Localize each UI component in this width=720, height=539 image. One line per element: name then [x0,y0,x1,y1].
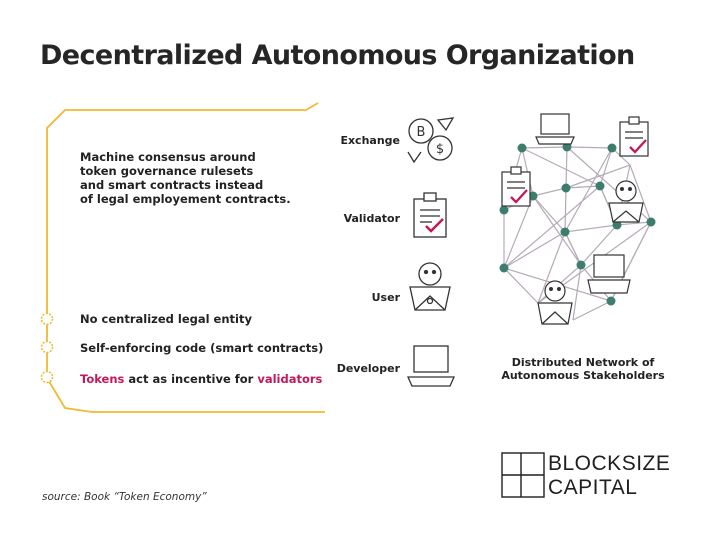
incentive-text: act as incentive for [124,372,258,386]
user-robot-icon [608,180,644,223]
bullet-self-enforcing-code: Self-enforcing code (smart contracts) [80,341,324,355]
network-caption-line: Autonomous Stakeholders [501,369,665,382]
paragraph-line: of legal employement contracts. [80,192,291,206]
gear-marker [40,370,54,384]
consensus-paragraph: Machine consensus around token governanc… [80,150,291,206]
page-title: Decentralized Autonomous Organization [40,40,635,71]
paragraph-line: and smart contracts instead [80,178,264,192]
network-nodes [499,142,656,306]
network-caption-line: Distributed Network of [511,356,655,369]
role-label-validator: Validator [343,212,400,225]
laptop-icon [406,345,456,387]
bracket-line [46,102,325,413]
paragraph-line: token governance rulesets [80,164,254,178]
network-node [499,205,509,215]
network-node [562,142,572,152]
network-node [517,143,527,153]
clipboard-check-icon [501,166,531,207]
laptop-icon [535,113,575,145]
network-node [499,263,509,273]
network-node [561,183,571,193]
bullet-no-legal-entity: No centralized legal entity [80,312,252,326]
source-citation: source: Book “Token Economy” [42,491,207,503]
network-caption: Distributed Network of Autonomous Stakeh… [488,356,678,382]
logo-text-line1: BLOCKSIZE [548,452,671,475]
gear-marker [40,340,54,354]
bullet-tokens-incentive: Tokens act as incentive for validators [80,372,322,386]
role-label-exchange: Exchange [340,134,400,147]
user-robot-icon [537,280,573,325]
clipboard-check-icon [619,116,649,157]
paragraph-line: Machine consensus around [80,150,256,164]
role-label-developer: Developer [336,362,400,375]
svg-text:B: B [417,125,426,140]
network-node [606,296,616,306]
logo-text-line2: CAPITAL [548,476,638,499]
crypto-exchange-icon: B $ [407,117,455,164]
clipboard-check-icon [413,192,447,238]
network-node [528,191,538,201]
validators-word: validators [257,372,323,386]
laptop-icon [587,254,631,294]
network-node [560,227,570,237]
tokens-word: Tokens [80,372,125,386]
gear-marker [40,312,54,326]
network-node [576,260,586,270]
network-node [595,181,605,191]
svg-text:$: $ [436,142,444,157]
network-node [612,220,622,230]
network-node [646,217,656,227]
user-robot-icon [409,262,451,311]
role-label-user: User [371,291,400,304]
network-node [607,143,617,153]
